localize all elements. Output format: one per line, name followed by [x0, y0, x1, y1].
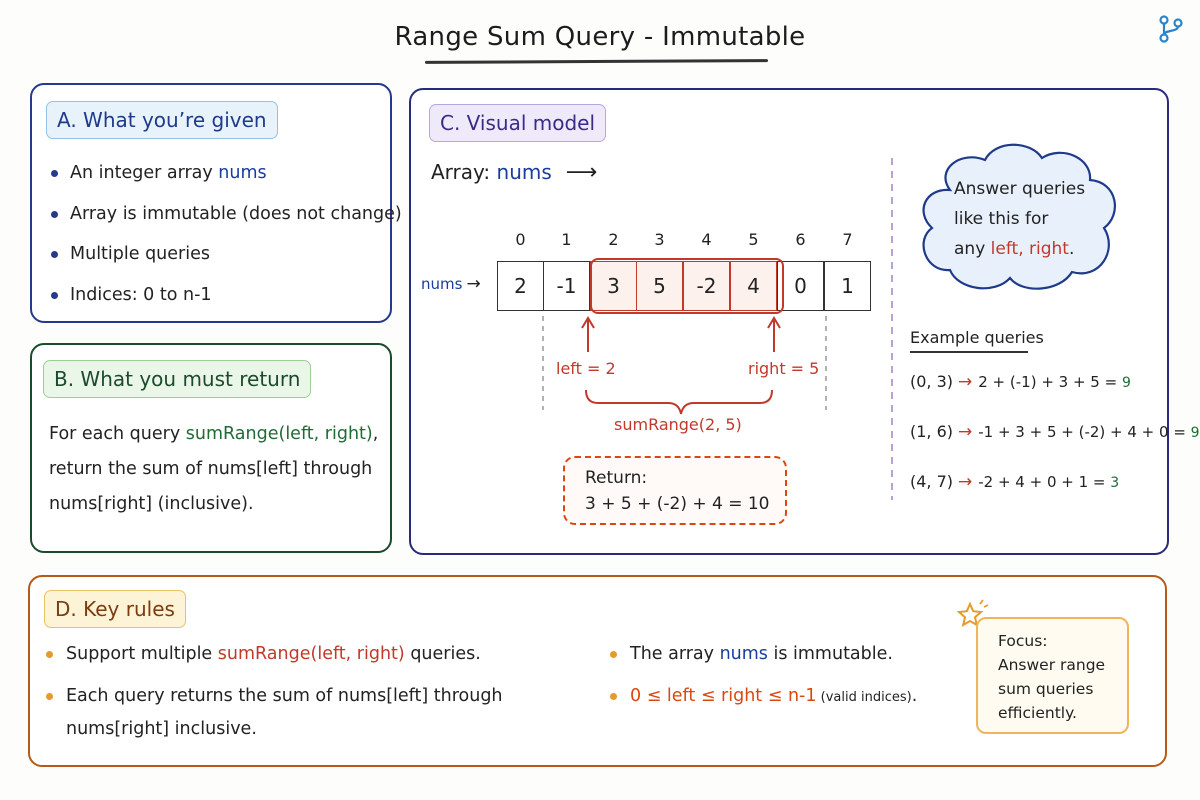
rules-list-left: Support multiple sumRange(left, right) q… — [44, 638, 584, 755]
example-result: 9 — [1121, 375, 1131, 391]
array-index: 5 — [748, 230, 759, 249]
rules-list-right: The array nums is immutable. 0 ≤ left ≤ … — [608, 638, 938, 723]
rule-item: The array nums is immutable. — [608, 638, 938, 671]
rule-item: Support multiple sumRange(left, right) q… — [44, 638, 584, 671]
examples-heading: Example queries — [910, 328, 1044, 347]
array-cell-highlighted: 5 — [636, 261, 683, 311]
array-label: Array: nums⟶ — [431, 160, 598, 185]
panel-return-tag: B. What you must return — [43, 360, 312, 398]
array-cell: 0 — [777, 261, 824, 311]
return-title: Return: — [585, 468, 648, 488]
example-result: 9 — [1190, 425, 1200, 441]
examples-heading-underline — [910, 351, 1028, 353]
code-sumrange: sumRange(left, right) — [185, 424, 373, 444]
array-index: 3 — [654, 230, 665, 249]
array-cell: -1 — [543, 261, 590, 311]
array-index: 2 — [608, 230, 619, 249]
array-cell-highlighted: 4 — [730, 261, 777, 311]
nums-side-label: nums→ — [421, 274, 481, 294]
panel-visual-tag: C. Visual model — [429, 104, 607, 142]
code-nums: nums — [496, 160, 552, 184]
array-cell: 1 — [824, 261, 871, 311]
panel-given-tag: A. What you’re given — [46, 101, 278, 139]
long-arrow-icon: ⟶ — [565, 160, 598, 185]
array-index: 1 — [561, 230, 572, 249]
array-index: 4 — [701, 230, 712, 249]
panel-given: A. What you’re given An integer array nu… — [30, 83, 402, 323]
example-result: 3 — [1110, 475, 1120, 491]
panel-return: B. What you must return For each query s… — [30, 343, 392, 553]
given-list: An integer array nums Array is immutable… — [48, 163, 402, 325]
title-underline — [424, 59, 769, 64]
array-cell-highlighted: 3 — [590, 261, 637, 311]
cloud-note: Answer queries like this for any left, r… — [954, 179, 1086, 259]
arrow-right-icon: → — [958, 372, 973, 392]
rule-item: 0 ≤ left ≤ right ≤ n-1 (valid indices). — [608, 680, 938, 714]
focus-body: Answer range sum queries efficiently. — [998, 656, 1106, 722]
code-left-right: left, right — [990, 239, 1069, 259]
return-box: Return: 3 + 5 + (-2) + 4 = 10 — [563, 456, 787, 525]
code-nums: nums — [719, 644, 768, 664]
example-query-row: (1, 6)→-1 + 3 + 5 + (-2) + 4 + 0 = 9 — [910, 422, 1200, 442]
example-query-row: (0, 3)→2 + (-1) + 3 + 5 = 9 — [910, 372, 1131, 392]
arrow-right-icon: → — [466, 274, 481, 294]
array-index: 6 — [795, 230, 806, 249]
arrow-right-icon: → — [958, 472, 973, 492]
list-item: Indices: 0 to n-1 — [48, 285, 402, 305]
return-expression: 3 + 5 + (-2) + 4 = 10 — [585, 494, 770, 514]
focus-note: Focus: Answer range sum queries efficien… — [976, 617, 1129, 734]
code-sumrange: sumRange(left, right) — [217, 644, 405, 664]
branch-icon — [1159, 15, 1183, 43]
sumrange-label: sumRange(2, 5) — [614, 415, 742, 434]
star-icon — [956, 599, 989, 628]
return-description: For each query sumRange(left, right), re… — [49, 424, 379, 514]
arrow-right-icon: → — [958, 422, 973, 442]
array-cell: 2 — [497, 261, 544, 311]
focus-title: Focus: — [998, 632, 1048, 650]
code-nums: nums — [218, 163, 267, 183]
left-pointer-label: left = 2 — [556, 359, 616, 378]
list-item: Array is immutable (does not change) — [48, 204, 402, 224]
right-pointer-label: right = 5 — [748, 359, 820, 378]
panel-rules-tag: D. Key rules — [44, 590, 186, 628]
page-title: Range Sum Query - Immutable — [394, 22, 806, 52]
rule-item: Each query returns the sum of nums[left]… — [44, 680, 584, 746]
list-item: Multiple queries — [48, 244, 402, 264]
example-query-row: (4, 7)→-2 + 4 + 0 + 1 = 3 — [910, 472, 1120, 492]
list-item: An integer array nums — [48, 163, 402, 183]
array-cell-highlighted: -2 — [683, 261, 730, 311]
range-highlight-frame — [590, 258, 784, 314]
array-index: 7 — [842, 230, 853, 249]
code-index-constraint: 0 ≤ left ≤ right ≤ n-1 — [630, 686, 817, 706]
array-index: 0 — [515, 230, 526, 249]
